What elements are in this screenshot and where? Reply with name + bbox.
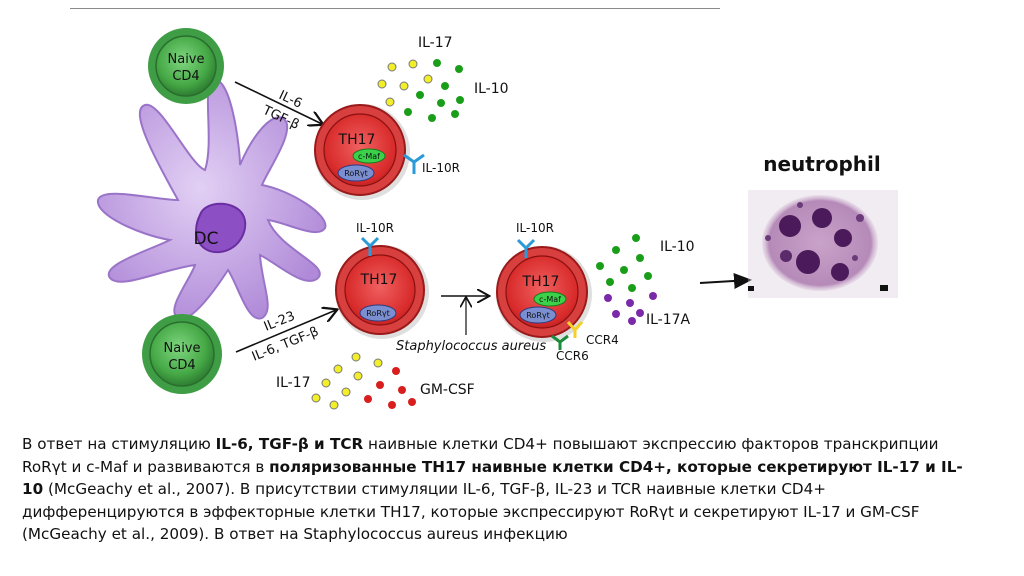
staph-arrow: Staphylococcus aureus: [396, 296, 546, 354]
cmaf-right-label: c-Maf: [539, 295, 561, 304]
caption-part1: В ответ на стимуляцию: [22, 435, 216, 453]
th17-top-label: TH17: [338, 132, 376, 148]
roryt-right-label: RoRγt: [526, 311, 550, 320]
il10r-receptor-right: [516, 238, 536, 258]
il17a-label: IL-17A: [646, 312, 691, 328]
ccr6-receptor: [551, 334, 569, 350]
cmaf-top-label: c-Maf: [358, 152, 380, 161]
caption-bold2: поляризованные TH17 наивные клетки CD4+,…: [22, 457, 963, 499]
caption-bold1: IL-6, TGF-β и TCR: [215, 435, 364, 453]
il10r-receptor-top: [403, 153, 425, 174]
th17-cell-top: TH17 c-Maf RoRγt IL-10R: [314, 104, 460, 200]
dc-label: DC: [194, 229, 219, 249]
cytokine-dots-bottom: [311, 352, 416, 410]
naive-top-line2: CD4: [172, 69, 199, 84]
il10-right-label: IL-10: [660, 239, 695, 255]
ccr4-label: CCR4: [586, 333, 619, 347]
naive-bottom-line1: Naive: [164, 341, 201, 356]
caption-text: В ответ на стимуляцию IL-6, TGF-β и TCR …: [22, 433, 982, 546]
il10r-middle-label: IL-10R: [356, 221, 394, 235]
ccr4-receptor: [566, 321, 584, 338]
roryt-top-label: RoRγt: [344, 169, 368, 178]
il17-bottom-label: IL-17: [276, 375, 311, 391]
caption-part2: наивные клетки CD4+ повышают экспрессию …: [22, 435, 939, 476]
arrow-naive-to-th17-bottom: IL-23 IL-6, TGF-β: [235, 309, 336, 365]
naive-bottom-line2: CD4: [168, 358, 195, 373]
neutrophil-label: neutrophil: [763, 152, 880, 176]
th17-right-label: TH17: [522, 274, 560, 290]
caption-part3: (McGeachy et al., 2007). В присутствии с…: [22, 480, 920, 544]
th17-middle-label: TH17: [360, 272, 398, 288]
cytokine-dots-right: [596, 234, 657, 325]
gmcsf-label: GM-CSF: [420, 382, 475, 398]
th17-diagram: DC Naive CD4 Naive CD4 IL-6 TGF-β IL-23 …: [96, 28, 898, 410]
staph-label: Staphylococcus aureus: [396, 339, 546, 354]
il10r-top-label: IL-10R: [422, 161, 460, 175]
il10r-right-label: IL-10R: [516, 221, 554, 235]
cytokine-dots-top: [377, 59, 464, 122]
roryt-middle-label: RoRγt: [366, 309, 390, 318]
th17-cell-right: TH17 c-Maf RoRγt IL-10R CCR4 CCR6: [496, 221, 619, 363]
naive-top-line1: Naive: [168, 52, 205, 67]
il10-top-label: IL-10: [474, 81, 509, 97]
il17-top-label: IL-17: [418, 35, 453, 51]
arrow-to-neutrophil: [699, 272, 752, 289]
naive-cd4-cell-bottom: Naive CD4: [142, 314, 222, 394]
th17-cell-middle: TH17 RoRγt IL-10R: [335, 221, 429, 339]
neutrophil-cell: [748, 190, 898, 298]
il10r-receptor-middle: [360, 236, 380, 256]
ccr6-label: CCR6: [556, 349, 589, 363]
top-divider: [70, 8, 720, 9]
naive-cd4-cell-top: Naive CD4: [148, 28, 224, 104]
